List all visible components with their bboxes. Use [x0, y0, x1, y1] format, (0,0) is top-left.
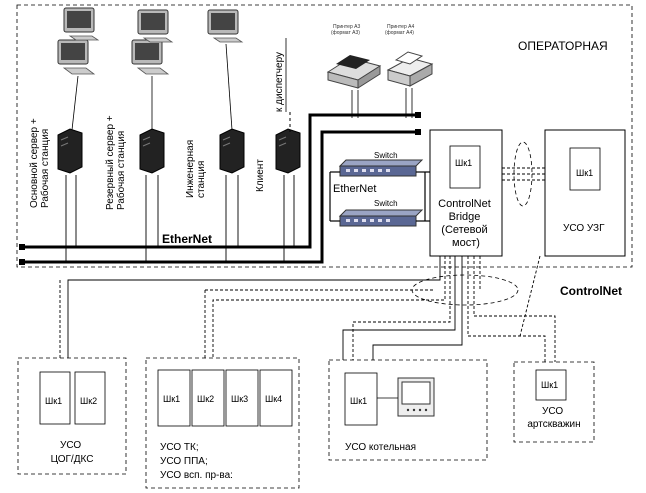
- printer-a4-caption: Принтер А4(формат А4): [385, 24, 414, 36]
- uso-boiler-cabinet-label: Шк1: [350, 396, 367, 406]
- station-main-server-label: Основной сервер +Рабочая станция: [29, 118, 51, 208]
- uso-boiler-label: УСО котельная: [345, 442, 416, 453]
- uso-tk-cabinet-label: Шк2: [197, 394, 214, 404]
- uso-cog-label: УСО ЦОГ/ДКС: [51, 440, 94, 465]
- station-engineering-label: Инженернаястанция: [185, 140, 207, 198]
- station-backup-server-label: Резервный сервер +Рабочая станция: [105, 115, 127, 210]
- uso-uzg-cabinet-label: Шк1: [576, 168, 593, 178]
- uso-tk-cabinet: [225, 369, 259, 427]
- station-client-label: Клиент: [255, 159, 266, 192]
- uso-uzg-cabinet: [569, 147, 601, 191]
- uso-tk-cabinet-label: Шк3: [231, 394, 248, 404]
- bridge-label: ControlNet Bridge (Сетевой мост): [438, 198, 494, 249]
- uso-wells-cabinet-label: Шк1: [541, 380, 558, 390]
- bridge-cabinet-label: Шк1: [455, 158, 472, 168]
- uso-tk-cabinet: [157, 369, 191, 427]
- controlnet-loop-upper: [513, 141, 533, 207]
- uso-cog-cabinet-label: Шк1: [45, 396, 62, 406]
- uso-cog-cabinet-label: Шк2: [80, 396, 97, 406]
- printer-a3-icon: [326, 55, 382, 89]
- switch-label: Switch: [374, 199, 398, 208]
- uso-boiler-cabinet: [344, 372, 378, 426]
- uso-uzg-label: УСО УЗГ: [563, 223, 605, 234]
- operator-room-frame: [16, 4, 633, 268]
- uso-wells-label: УСО артскважин: [527, 406, 580, 430]
- station-dispatcher-label: к диспетчеру: [274, 52, 285, 112]
- uso-cog-box: [17, 357, 127, 475]
- uso-tk-cabinet: [191, 369, 225, 427]
- ethernet-label-2: EtherNet: [333, 183, 376, 195]
- printer-a4-icon: [386, 51, 434, 87]
- ethernet-bus-upper: [22, 113, 418, 249]
- operator-room-label: ОПЕРАТОРНАЯ: [518, 39, 608, 53]
- bus-terminator: [19, 244, 25, 250]
- uso-cog-cabinet: [39, 371, 71, 425]
- controlnet-label: ControlNet: [560, 284, 622, 298]
- ethernet-bus-lower: [22, 130, 418, 264]
- bridge-cabinet: [449, 145, 481, 189]
- ethernet-label: EtherNet: [162, 232, 212, 246]
- uso-cog-cabinet: [74, 371, 106, 425]
- uso-tk-cabinet-label: Шк1: [163, 394, 180, 404]
- touch-panel-icon: [397, 377, 435, 417]
- uso-tk-cabinet-label: Шк4: [265, 394, 282, 404]
- uso-wells-cabinet: [535, 369, 567, 401]
- printer-a3-caption: Принтер А3(формат А3): [331, 24, 360, 36]
- switch-label: Switch: [374, 151, 398, 160]
- uso-tk-cabinet: [259, 369, 293, 427]
- uso-tk-label: УСО ТК; УСО ППА; УСО всп. пр-ва:: [160, 442, 233, 481]
